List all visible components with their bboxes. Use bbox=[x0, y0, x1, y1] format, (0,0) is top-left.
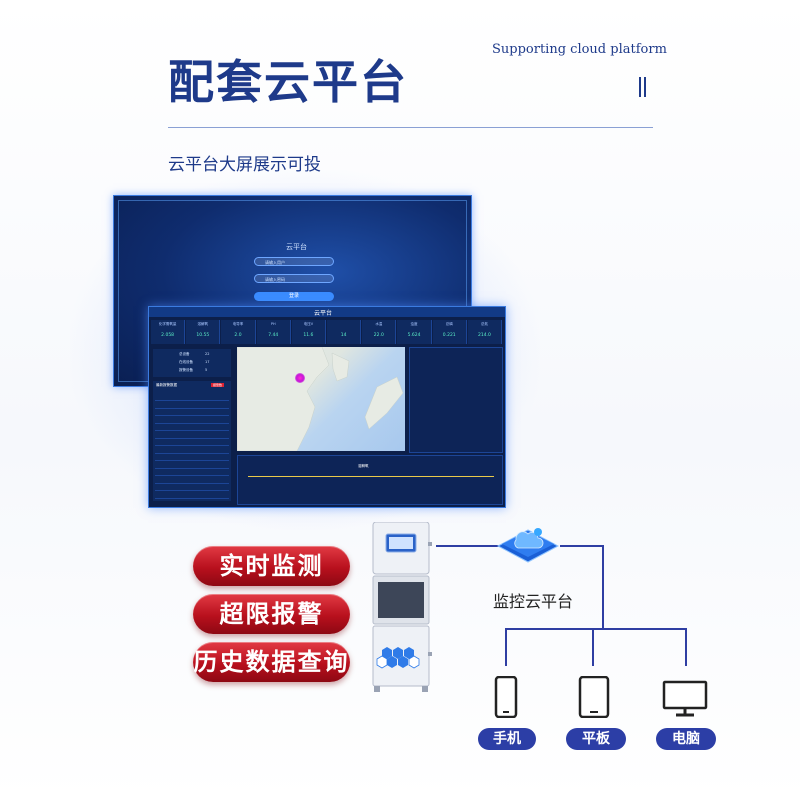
chart-title: 溶解氧 bbox=[358, 464, 369, 468]
metric-name: 溶解氧 bbox=[197, 322, 209, 326]
trend-line bbox=[248, 476, 494, 477]
dashboard-header bbox=[149, 307, 505, 317]
alarm-row bbox=[155, 416, 229, 424]
stat-value: 17 bbox=[205, 360, 210, 364]
alarm-title: 最新报警数据 bbox=[156, 383, 177, 387]
wire-device-to-cloud bbox=[436, 545, 506, 547]
metric-value: 5.624 bbox=[407, 333, 421, 338]
metric-value: 22.0 bbox=[373, 333, 384, 338]
computer-label: 电脑 bbox=[656, 728, 716, 750]
header-divider bbox=[168, 127, 653, 128]
login-button: 登录 bbox=[254, 292, 334, 301]
dashboard-screen-preview: 云平台 化学需氧量 2.058 溶解氧 10.55 电导率 2.0 PH 7.44 电压V 11.… bbox=[148, 306, 506, 508]
metric-card: 电压V 11.6 bbox=[291, 320, 327, 344]
device-stats: 总设备 22 在线设备 17 报警设备 5 bbox=[153, 349, 231, 377]
metric-name: 总磷 bbox=[445, 322, 453, 326]
english-title: Supporting cloud platform bbox=[492, 42, 667, 57]
alarm-panel: 最新报警数据 报警数 bbox=[153, 381, 231, 501]
feature-overlimit-alarm: 超限报警 bbox=[193, 594, 350, 634]
username-input: 请输入用户 bbox=[254, 257, 334, 266]
phone-icon bbox=[494, 675, 518, 719]
metric-value: 2.058 bbox=[161, 333, 175, 338]
metric-name: 浊度 bbox=[410, 322, 418, 326]
metric-value: 11.6 bbox=[303, 333, 314, 338]
alarm-row bbox=[155, 468, 229, 476]
stat-value: 5 bbox=[205, 368, 208, 372]
alarm-tag: 报警数 bbox=[211, 383, 225, 387]
alarm-row bbox=[155, 446, 229, 454]
metric-name: 电压V bbox=[303, 322, 314, 326]
map-view bbox=[237, 347, 405, 451]
metric-value: 0.221 bbox=[442, 333, 456, 338]
alarm-row bbox=[155, 423, 229, 431]
dashboard-title: 云平台 bbox=[314, 310, 333, 317]
metric-card: 溶解氧 10.55 bbox=[186, 320, 221, 344]
metric-name: 电导率 bbox=[232, 322, 244, 326]
stat-label: 报警设备 bbox=[179, 368, 193, 372]
alarm-row bbox=[155, 476, 229, 484]
stat-value: 22 bbox=[205, 352, 210, 356]
monitoring-device bbox=[372, 521, 432, 692]
metric-name: PH bbox=[270, 322, 276, 326]
decorative-bars bbox=[639, 77, 653, 97]
section-subtitle: 云平台大屏展示可投 bbox=[168, 155, 321, 175]
wire-cloud-right bbox=[560, 545, 604, 547]
password-input: 请输入密码 bbox=[254, 274, 334, 283]
metric-name: 水温 bbox=[375, 322, 383, 326]
computer-icon bbox=[662, 680, 708, 718]
stat-label: 在线设备 bbox=[179, 360, 193, 364]
metric-value: 10.55 bbox=[196, 333, 210, 338]
phone-label: 手机 bbox=[478, 728, 536, 750]
tablet-icon bbox=[578, 675, 610, 719]
alarm-row bbox=[155, 491, 229, 499]
map-marker bbox=[295, 373, 305, 383]
metric-card: 总磷 0.221 bbox=[432, 320, 467, 344]
wire-to-computer bbox=[685, 628, 687, 666]
metric-name: 总氮 bbox=[480, 322, 488, 326]
metric-name: 化学需氧量 bbox=[158, 322, 177, 326]
alarm-row bbox=[155, 408, 229, 416]
wire-to-tablet bbox=[592, 628, 594, 666]
metric-card: 浊度 5.624 bbox=[397, 320, 432, 344]
login-title: 云平台 bbox=[286, 243, 307, 251]
alarm-row bbox=[155, 483, 229, 491]
trend-chart: 溶解氧 bbox=[237, 455, 503, 505]
metric-card: 化学需氧量 2.058 bbox=[151, 320, 186, 344]
stat-label: 总设备 bbox=[179, 352, 190, 356]
metric-row: 化学需氧量 2.058 溶解氧 10.55 电导率 2.0 PH 7.44 电压V 11.6 14 水… bbox=[151, 320, 503, 344]
wire-to-phone bbox=[505, 628, 507, 666]
cloud-platform-label: 监控云平台 bbox=[493, 592, 574, 611]
metric-value: 2.0 bbox=[234, 333, 242, 338]
page-title: 配套云平台 bbox=[168, 55, 408, 109]
metric-card: PH 7.44 bbox=[256, 320, 291, 344]
side-panel bbox=[409, 347, 503, 453]
wire-distribution bbox=[505, 628, 687, 630]
metric-value: 214.0 bbox=[477, 333, 491, 338]
alarm-row bbox=[155, 431, 229, 439]
metric-value: 14 bbox=[340, 333, 347, 338]
alarm-row bbox=[155, 461, 229, 469]
alarm-row bbox=[155, 453, 229, 461]
metric-card: 电导率 2.0 bbox=[221, 320, 256, 344]
alarm-row bbox=[155, 438, 229, 446]
metric-card: 水温 22.0 bbox=[362, 320, 397, 344]
metric-value: 7.44 bbox=[268, 333, 279, 338]
alarm-row bbox=[155, 401, 229, 409]
cloud-platform-icon bbox=[492, 518, 564, 568]
feature-realtime-monitoring: 实时监测 bbox=[193, 546, 350, 586]
metric-card: 14 bbox=[327, 320, 362, 344]
tablet-label: 平板 bbox=[566, 728, 626, 750]
alarm-row bbox=[155, 393, 229, 401]
metric-card: 总氮 214.0 bbox=[467, 320, 503, 344]
wire-cloud-down bbox=[602, 545, 604, 629]
feature-history-query: 历史数据查询 bbox=[193, 642, 350, 682]
